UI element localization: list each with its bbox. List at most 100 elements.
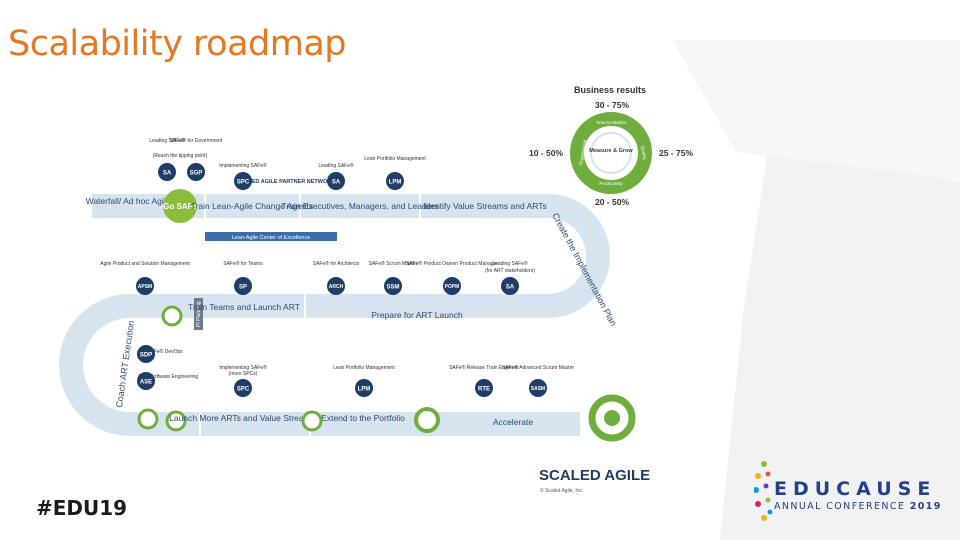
svg-text:APSM: APSM (138, 284, 152, 290)
badge-rte: RTE (475, 379, 493, 397)
svg-text:LPM: LPM (358, 387, 371, 393)
go-safe-label: Go SAFe (163, 202, 197, 211)
svg-text:SDP: SDP (140, 353, 152, 359)
educause-sub-a: ANNUAL CONFERENCE (774, 501, 906, 512)
waypoint-icon-4 (301, 410, 323, 432)
badge-spc: SPC (234, 172, 252, 190)
coe-bar (205, 232, 337, 241)
label-rte: SAFe® Release Train Engineer (449, 364, 519, 371)
label-leading2: Leading SAFe® (318, 162, 354, 169)
step-launch-more: Launch More ARTs and Value Streams (169, 413, 315, 423)
label-ase: Agile Software Engineering (138, 374, 199, 380)
road-dividers (199, 194, 421, 436)
label-leading3b: (for ART stakeholders) (485, 268, 535, 274)
badge-spc-2: SPC (234, 379, 252, 397)
educause-wordmark: EDUCAUSE (774, 478, 937, 500)
partner-network: SCALED AGILE PARTNER NETWORK (237, 179, 335, 185)
pi-planning-bar (194, 298, 203, 330)
svg-text:RTE: RTE (478, 387, 490, 393)
step-value-streams: Identify Value Streams and ARTs (423, 201, 546, 211)
label-asm: SAFe® Advanced Scrum Master (502, 364, 574, 371)
svg-text:POPM: POPM (445, 284, 460, 290)
svg-text:SA: SA (506, 285, 515, 291)
svg-text:SP: SP (239, 285, 247, 291)
label-lpm: Lean Portfolio Management (364, 156, 426, 162)
badge-sp: SP (234, 277, 252, 295)
step-change-agents: Train Lean-Agile Change Agents (191, 201, 314, 211)
svg-text:ASE: ASE (140, 380, 152, 386)
educause-dots-icon (754, 461, 773, 521)
go-safe-circle (163, 189, 197, 223)
label-leading3: Leading SAFe® (492, 260, 528, 267)
svg-text:SPC: SPC (237, 180, 250, 186)
svg-text:SA: SA (163, 171, 172, 177)
result-bottom: 20 - 50% (595, 197, 629, 207)
label-apsm: Agile Product and Solution Management (100, 261, 190, 267)
label-teams: SAFe® for Teams (223, 260, 263, 267)
ring-time-to-market: Time-to-Market (596, 120, 627, 125)
road-path (59, 194, 610, 436)
business-results-title: Business results (574, 85, 646, 95)
badge-ase: ASE (137, 372, 155, 390)
hashtag: #EDU19 (36, 496, 128, 520)
wheel-center: Measure & Grow (589, 148, 633, 154)
ring-engagement: Engagement (578, 138, 587, 165)
educause-subtitle: ANNUAL CONFERENCE 2019 (774, 501, 942, 512)
step-train-teams: Train Teams and Launch ART (188, 302, 300, 312)
waypoint-icon-3 (165, 410, 187, 432)
badge-sasm: SASM (529, 379, 547, 397)
badge-sa: SA (158, 163, 176, 181)
label-safe-gov: SAFe® for Government (170, 137, 223, 144)
label-devops: SAFe® DevOps (147, 348, 183, 355)
educause-sub-b: 2019 (909, 501, 942, 512)
label-architects: SAFe® for Architects (313, 260, 360, 267)
label-impl: Implementing SAFe® (219, 364, 267, 371)
badge-sdp: SDP (137, 345, 155, 363)
svg-text:SA: SA (332, 180, 341, 186)
badge-sa-3: SA (501, 277, 519, 295)
accelerate-icon (588, 394, 636, 442)
badge-lpm-2: LPM (355, 379, 373, 397)
label-lpm2: Lean Portfolio Management (333, 365, 395, 371)
ring-quality: Quality (640, 145, 647, 160)
page-title: Scalability roadmap (8, 24, 347, 64)
label-implementing: Implementing SAFe® (219, 162, 267, 169)
result-top: 30 - 75% (595, 100, 629, 110)
step-prepare-art: Prepare for ART Launch (371, 310, 463, 320)
badge-popm: POPM (443, 277, 461, 295)
badge-arch: ARCH (327, 277, 345, 295)
badge-sgp: SGP (187, 163, 205, 181)
scaled-agile-logo: SCALED AGILE (539, 467, 650, 484)
measure-grow-wheel (570, 112, 652, 194)
scaled-agile-copyright: © Scaled Agile, Inc. (540, 487, 583, 494)
badge-apsm: APSM (136, 277, 154, 295)
result-left: 10 - 50% (529, 148, 563, 158)
label-popm: SAFe® Product Owner/ Product Manager (406, 260, 498, 267)
badge-lpm: LPM (386, 172, 404, 190)
svg-text:LPM: LPM (389, 180, 402, 186)
step-portfolio: Extend to the Portfolio (321, 413, 405, 423)
svg-text:SASM: SASM (531, 386, 545, 392)
ring-productivity: Productivity (599, 181, 623, 186)
label-tipping: (Reach the tipping point) (153, 153, 208, 159)
svg-text:ARCH: ARCH (329, 284, 344, 290)
curve-left-label: Coach ART Execution (114, 320, 136, 408)
step-executives: Train Executives, Managers, and Leaders (281, 201, 438, 211)
badge-sa-2: SA (327, 172, 345, 190)
svg-text:SPC: SPC (237, 387, 250, 393)
label-ssm: SAFe® Scrum Master (369, 260, 418, 267)
waypoint-icon-2 (137, 408, 159, 430)
step-accelerate: Accelerate (493, 417, 533, 427)
label-leading-safe: Leading SAFe® (149, 137, 185, 144)
label-impl-b: (more SPCs) (229, 371, 258, 377)
step-start: Waterfall/ Ad hoc Agile (86, 196, 171, 206)
pi-planning-label: PI Planning (196, 301, 202, 327)
svg-text:SGP: SGP (190, 171, 203, 177)
result-right: 25 - 75% (659, 148, 693, 158)
waypoint-icon-1 (161, 305, 183, 327)
badge-ssm: SSM (384, 277, 402, 295)
svg-text:SSM: SSM (386, 285, 399, 291)
waypoint-icon-5 (414, 407, 440, 433)
coe-label: Lean-Agile Center of Excellence (232, 235, 311, 241)
